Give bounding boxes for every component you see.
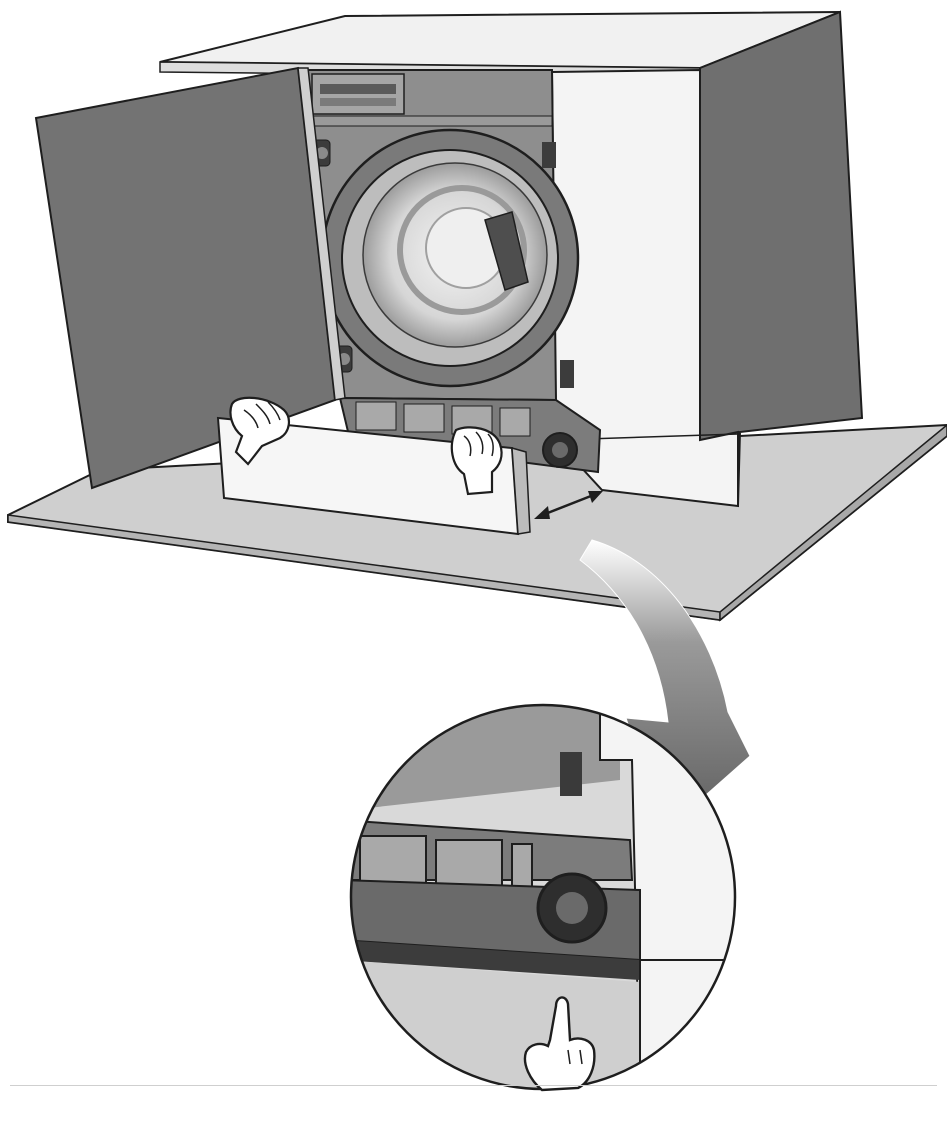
hand-grip-icon [450, 426, 503, 496]
footer-divider [10, 1085, 937, 1086]
hand-grip-icon [229, 396, 290, 466]
lock-right-top [542, 142, 556, 168]
cabinet-door-open [34, 66, 346, 490]
plinth-panel [216, 416, 531, 536]
curved-arrow-icon [579, 539, 751, 833]
double-headed-arrow-icon [534, 491, 603, 519]
magnifier-circle [349, 703, 737, 1091]
pointing-hand-icon [523, 996, 596, 1092]
door-handle [484, 211, 529, 291]
lock-right-bottom [560, 360, 574, 388]
washing-machine [295, 69, 602, 474]
